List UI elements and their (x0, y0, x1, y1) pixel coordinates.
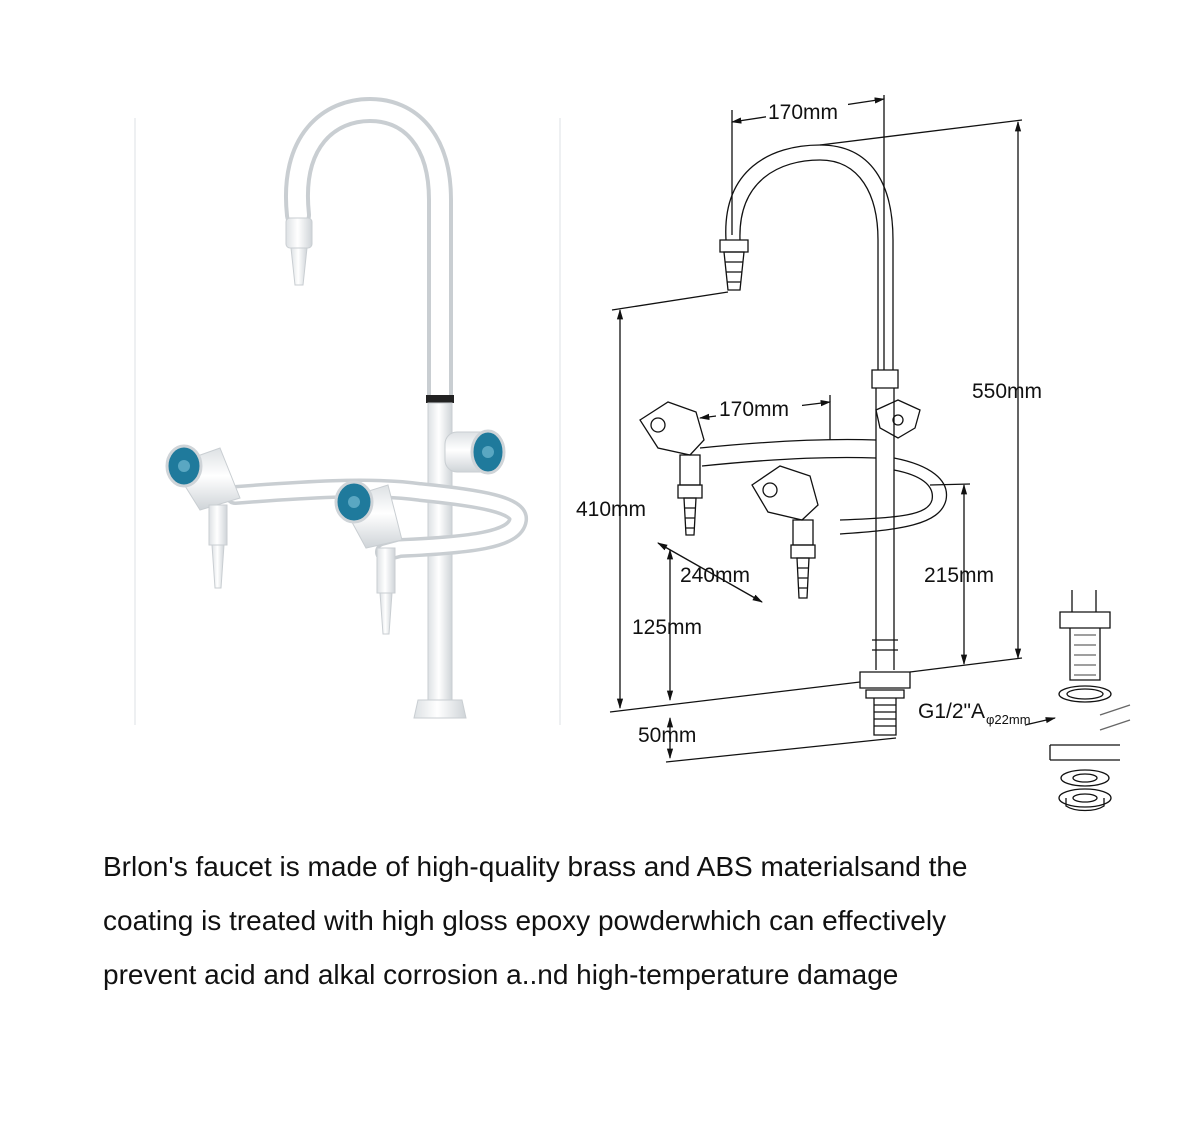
faucet-photo (134, 96, 561, 725)
product-description: Brlon's faucet is made of high-quality b… (103, 840, 1163, 1002)
valve-middle (334, 480, 403, 635)
description-line-3: prevent acid and alkal corrosion a..nd h… (103, 959, 899, 990)
valve-left (165, 444, 241, 589)
valve-right (444, 429, 506, 475)
dim-height-outlet: 410mm (576, 498, 646, 521)
dim-height-total: 550mm (972, 380, 1042, 403)
dim-top-width: 170mm (768, 101, 838, 124)
dim-base-offset: 50mm (638, 724, 696, 747)
dim-height-arm: 215mm (924, 564, 994, 587)
dim-arm-width: 170mm (719, 398, 789, 421)
dim-depth: 240mm (680, 564, 750, 587)
description-line-2: coating is treated with high gloss epoxy… (103, 905, 947, 936)
mounting-parts (1049, 590, 1131, 812)
dim-thread: G1/2"A (918, 700, 985, 723)
dim-height-valve: 125mm (632, 616, 702, 639)
dimension-labels: 170mm 550mm 170mm 410mm 240mm 215mm 125m… (576, 99, 1042, 747)
dim-diameter: φ22mm (986, 712, 1031, 727)
description-line-1: Brlon's faucet is made of high-quality b… (103, 851, 968, 882)
technical-drawing (609, 95, 1131, 812)
